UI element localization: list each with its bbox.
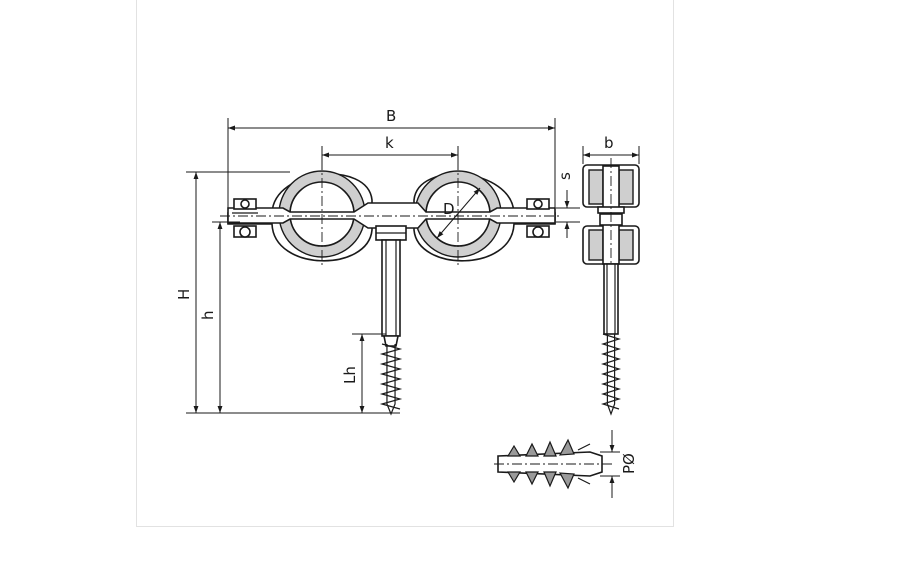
- side-wood-screw: [600, 333, 622, 416]
- threaded-rod: [381, 239, 401, 337]
- front-view: [220, 160, 562, 416]
- label-h: h: [199, 310, 217, 320]
- label-Lh: Lh: [341, 366, 359, 384]
- side-view: [582, 158, 640, 416]
- wall-plug: [494, 438, 612, 490]
- label-k: k: [385, 134, 394, 152]
- wood-screw: [379, 343, 403, 416]
- label-H: H: [175, 289, 193, 300]
- dimensions: [186, 118, 640, 498]
- label-B: B: [386, 107, 396, 125]
- label-P: PØ: [620, 453, 638, 474]
- label-D: D: [443, 200, 455, 218]
- label-s: s: [556, 172, 574, 180]
- label-b: b: [604, 134, 614, 152]
